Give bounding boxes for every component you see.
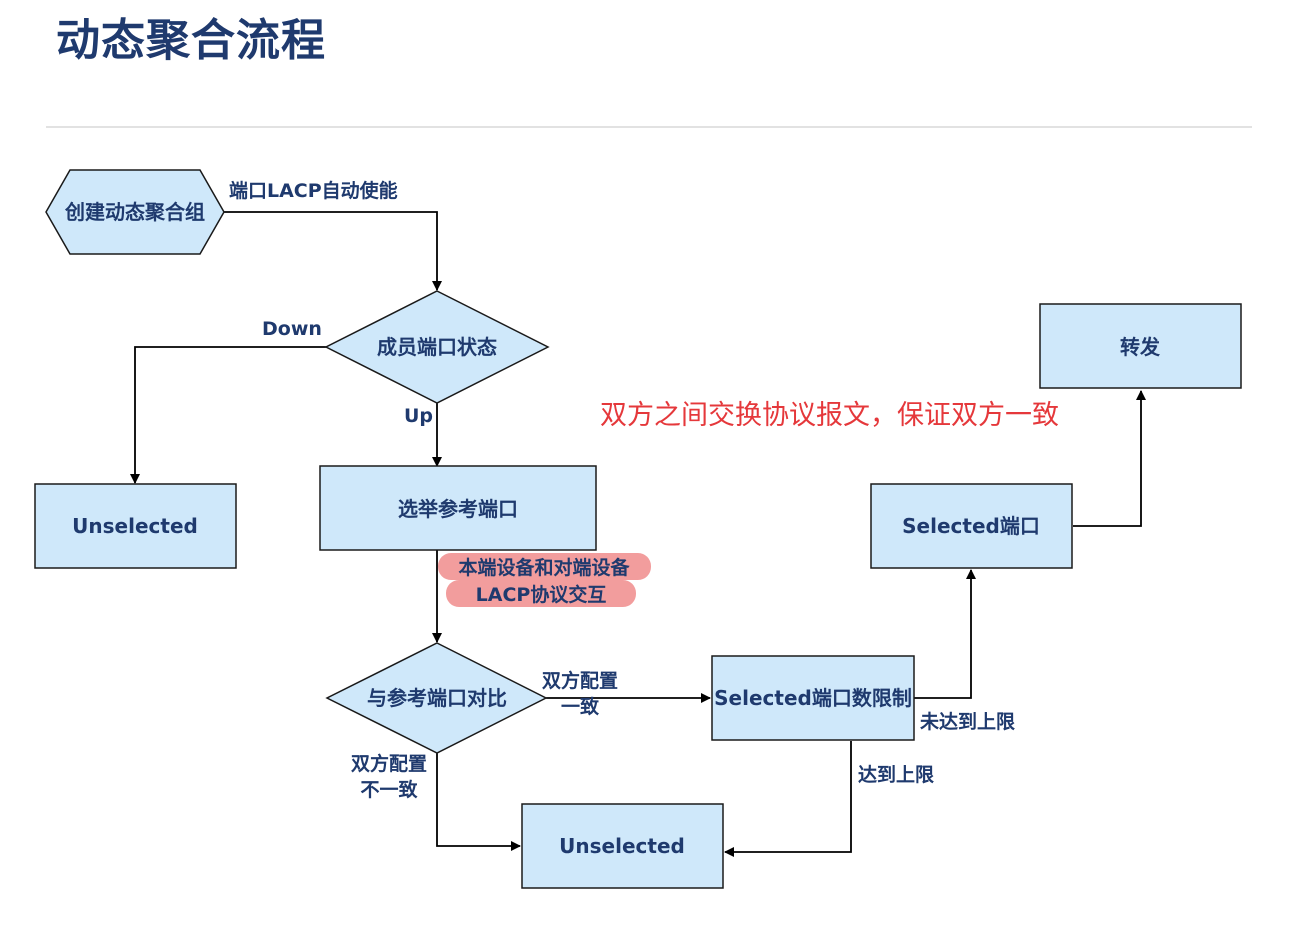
svg-text:转发: 转发 [1120, 335, 1161, 359]
edge-selected-to-forward [1073, 390, 1146, 527]
node-unselected-left: Unselected [34, 483, 237, 569]
node-compare-reference: 与参考端口对比 [325, 642, 548, 754]
label-at-limit: 达到上限 [858, 763, 934, 786]
page-title: 动态聚合流程 [56, 15, 326, 66]
node-unselected-bottom: Unselected [521, 803, 724, 889]
title-divider [46, 126, 1252, 128]
label-up: Up [404, 405, 433, 427]
svg-text:LACP协议交互: LACP协议交互 [476, 583, 607, 606]
svg-text:本端设备和对端设备: 本端设备和对端设备 [458, 556, 630, 579]
svg-text:与参考端口对比: 与参考端口对比 [367, 686, 507, 710]
edge-state-down-to-unselected [130, 346, 328, 484]
svg-text:Selected端口数限制: Selected端口数限制 [714, 686, 912, 710]
edge-limit-to-unselected [724, 741, 852, 857]
label-below-limit: 未达到上限 [919, 710, 1015, 733]
annotation-note: 双方之间交换协议报文，保证双方一致 [600, 400, 1059, 431]
svg-text:双方配置: 双方配置 [351, 752, 427, 775]
label-lacp-exchange: 本端设备和对端设备 LACP协议交互 [438, 553, 651, 607]
node-selected-port: Selected端口 [870, 483, 1073, 569]
label-down: Down [262, 318, 322, 340]
node-member-state: 成员端口状态 [324, 290, 550, 404]
svg-text:Selected端口: Selected端口 [902, 514, 1040, 538]
label-config-same: 双方配置 一致 [542, 669, 618, 718]
svg-text:成员端口状态: 成员端口状态 [377, 335, 497, 359]
svg-text:Unselected: Unselected [559, 834, 685, 858]
node-create-group: 创建动态聚合组 [45, 169, 225, 255]
svg-text:选举参考端口: 选举参考端口 [398, 497, 518, 521]
svg-text:Unselected: Unselected [72, 514, 198, 538]
node-selected-limit: Selected端口数限制 [711, 655, 915, 741]
edge-create-to-state [222, 211, 442, 291]
svg-text:不一致: 不一致 [360, 778, 418, 801]
label-auto-enable: 端口LACP自动使能 [229, 179, 398, 202]
node-forward: 转发 [1039, 303, 1242, 389]
edge-limit-to-selected [914, 569, 976, 699]
svg-text:一致: 一致 [561, 695, 600, 718]
node-select-reference: 选举参考端口 [319, 465, 597, 551]
label-config-different: 双方配置 不一致 [351, 752, 427, 801]
svg-text:双方配置: 双方配置 [542, 669, 618, 692]
edge-compare-to-unselected [436, 752, 521, 851]
svg-text:创建动态聚合组: 创建动态聚合组 [64, 200, 205, 224]
